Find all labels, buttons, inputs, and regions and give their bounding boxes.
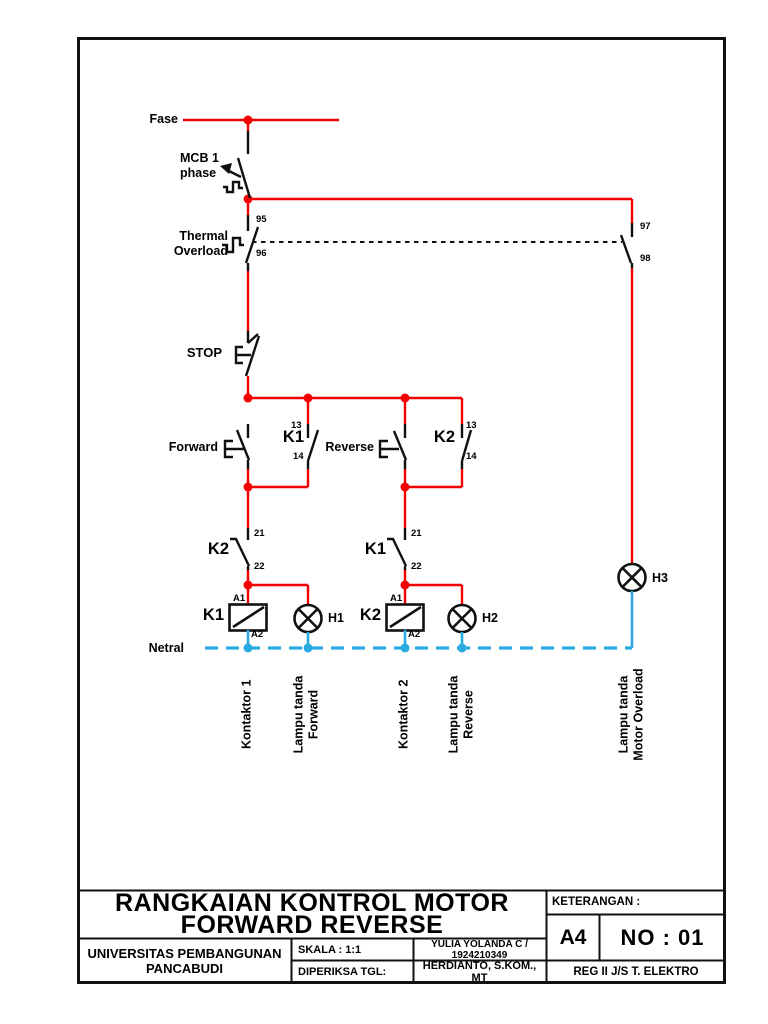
k2-interlock-label: K2 (207, 540, 229, 558)
netral-label: Netral (148, 641, 184, 655)
k2-terminal-22: 22 (254, 561, 265, 572)
k2-interlock-nc-symbol (230, 528, 251, 570)
h3-label: H3 (652, 571, 668, 585)
column-label-lampu-reverse: Lampu tanda Reverse (389, 642, 533, 786)
terminal-97: 97 (640, 221, 651, 232)
keterangan-label: KETERANGAN : (552, 896, 641, 908)
k2-aux-contact-symbol (460, 424, 473, 469)
k2-terminal-a2: A2 (408, 629, 421, 640)
reverse-button-symbol (378, 424, 408, 469)
k1-terminal-21: 21 (411, 528, 422, 539)
overload-no-contact-97-98 (619, 223, 634, 268)
k2-coil-symbol (385, 603, 425, 632)
k1-aux-contact-symbol (306, 424, 320, 469)
drawing-title: RANGKAIAN KONTROL MOTOR FORWARD REVERSE (115, 889, 509, 939)
terminal-98: 98 (640, 253, 651, 264)
paper-size: A4 (559, 925, 587, 949)
k2-terminal-14: 14 (466, 451, 477, 462)
k1-interlock-nc-symbol (387, 528, 408, 570)
student-name: YULIA YOLANDA C / 1924210349 (431, 938, 528, 961)
mcb-label: MCB 1 phase (180, 151, 219, 180)
registration-label: REG II J/S T. ELEKTRO (573, 966, 699, 978)
k1-terminal-13: 13 (291, 420, 302, 431)
fase-label: Fase (149, 112, 179, 126)
column-label-lampu-motor-overload: Lampu tanda Motor Overload (559, 642, 703, 786)
k1-interlock-label: K1 (364, 540, 386, 558)
terminal-95: 95 (256, 214, 267, 225)
forward-button-symbol (223, 424, 251, 469)
lecturer-name: HERDIANTO, S.KOM., MT (422, 960, 537, 984)
h1-label: H1 (328, 611, 344, 625)
column-label-text: Lampu tanda Forward (291, 675, 320, 753)
title-block-lines (78, 889, 725, 983)
neutral-wires (205, 591, 634, 650)
k1-aux-label: K1 (282, 428, 304, 446)
wire-junction-dots (243, 115, 410, 590)
forward-label: Forward (168, 440, 218, 454)
thermal-overload-nc-contact (222, 215, 260, 271)
k1-terminal-14: 14 (293, 451, 304, 462)
k1-terminal-a2: A2 (251, 629, 264, 640)
k2-terminal-a1: A1 (390, 593, 403, 604)
k2-terminal-13: 13 (466, 420, 477, 431)
thermal-overload-label: Thermal Overload (173, 229, 228, 258)
mcb-arrow-icon (220, 163, 232, 174)
sheet-number: NO : 01 (620, 924, 705, 950)
stop-label: STOP (186, 345, 222, 360)
lamp-h2-icon (447, 603, 477, 634)
k1-terminal-22: 22 (411, 561, 422, 572)
mcb-symbol (220, 131, 252, 199)
stop-button-symbol (234, 331, 261, 377)
lamp-h3-icon (617, 562, 647, 593)
sheet-border (77, 37, 726, 984)
diperiksa-label: DIPERIKSA TGL: (298, 966, 387, 978)
terminal-96: 96 (256, 248, 267, 259)
k1-terminal-a1: A1 (233, 593, 246, 604)
k2-terminal-21: 21 (254, 528, 265, 539)
university-name: UNIVERSITAS PEMBANGUNAN PANCABUDI (87, 946, 282, 976)
k2-coil-label: K2 (359, 606, 381, 624)
column-label-text: Lampu tanda Motor Overload (616, 667, 646, 761)
reverse-label: Reverse (325, 440, 374, 454)
k1-coil-label: K1 (202, 606, 224, 624)
h2-label: H2 (482, 611, 498, 625)
lamp-h1-icon (293, 603, 323, 634)
skala-label: SKALA : 1:1 (298, 943, 362, 956)
k2-aux-label: K2 (433, 428, 455, 446)
k1-coil-symbol (228, 603, 268, 632)
column-label-text: Lampu tanda Reverse (446, 675, 475, 753)
neutral-junction-dots (243, 643, 467, 653)
